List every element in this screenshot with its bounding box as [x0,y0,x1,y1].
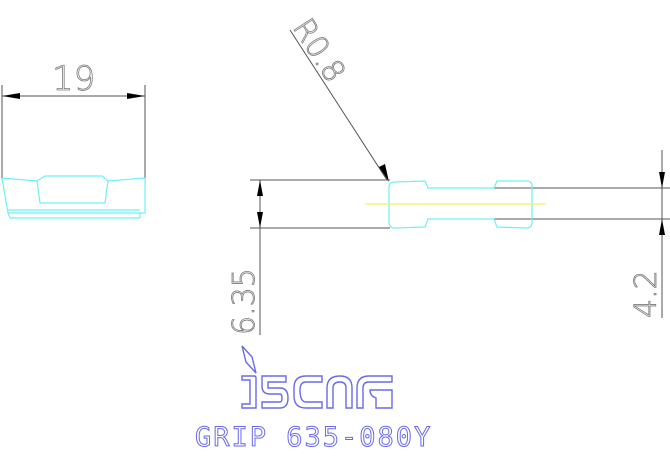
radius-arrow-icon [379,164,389,182]
dimension-label-42: 4.2 [629,270,664,318]
arrow-right-icon [127,93,145,99]
dimension-label-635: 6.35 [227,268,262,335]
arrow-up-42-icon [659,219,665,235]
dimension-label-19: 19 [52,59,95,99]
top-view: R0.8 6.35 4.2 [227,12,670,335]
arrow-down-icon [257,212,263,228]
iscar-logo [241,345,393,409]
part-name-title: GRIP 635-080Y [195,422,432,453]
insert-front-outline [1,175,146,219]
arrow-left-icon [2,93,20,99]
radius-label: R0.8 [285,12,352,89]
radius-leader-line [289,29,388,181]
arrow-down-42-icon [659,172,665,188]
front-view: 19 [1,59,146,219]
insert-top-outline [388,180,533,229]
logo-diamond-icon [241,345,257,374]
arrow-up-icon [257,180,263,196]
